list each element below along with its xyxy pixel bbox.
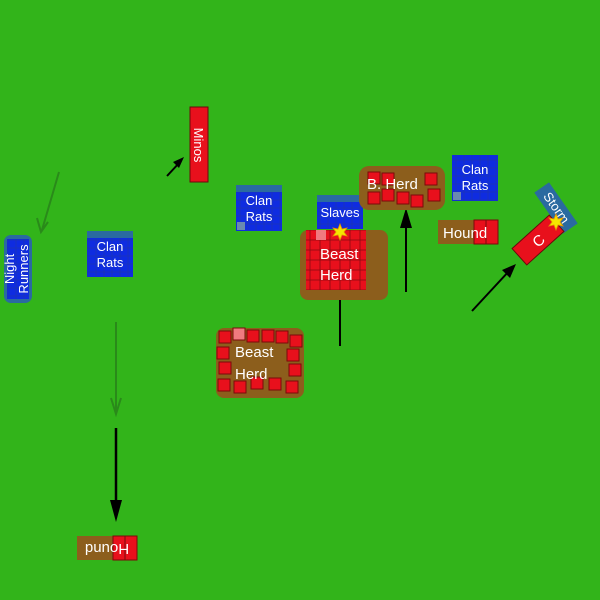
svg-text:Runners: Runners — [16, 244, 31, 294]
unit-beast-herd-top[interactable]: B. Herd — [359, 166, 445, 210]
label-clan-rats-left-1: Clan — [97, 239, 124, 254]
label-hound-right: Hound — [443, 225, 487, 242]
unit-clan-rats-mid[interactable]: Clan Rats — [236, 185, 282, 231]
label-minos: Minos — [191, 128, 206, 163]
unit-beast-herd-center[interactable]: Beast Herd — [300, 230, 388, 300]
combat-marker — [548, 212, 564, 232]
label-clan-rats-mid-2: Rats — [246, 209, 273, 224]
label-clan-rats-right-1: Clan — [462, 162, 489, 177]
unit-clan-rats-right[interactable]: Clan Rats — [452, 155, 498, 201]
label-slaves: Slaves — [320, 205, 360, 220]
label-clan-rats-mid-1: Clan — [246, 193, 273, 208]
label-clan-rats-left-2: Rats — [97, 255, 124, 270]
unit-clan-rats-left[interactable]: Clan Rats — [87, 231, 133, 277]
unit-hound-right[interactable]: Hound — [438, 219, 499, 245]
move-arrow-beast-herd-top — [400, 208, 412, 292]
label-night-runners-2: Runners — [16, 244, 31, 294]
label-beast-herd-bottom-1: Beast — [235, 344, 274, 361]
label-clan-rats-right-2: Rats — [462, 178, 489, 193]
unit-hound-bottom[interactable]: Hound — [77, 535, 138, 561]
label-beast-herd-center-1: Beast — [320, 246, 359, 263]
move-arrow-chariot — [471, 264, 516, 312]
svg-text:Night: Night — [2, 253, 17, 284]
move-arrow-minos — [166, 157, 184, 177]
unit-slaves[interactable]: Slaves — [317, 195, 363, 229]
move-arrow-clan-rats-left — [110, 322, 122, 418]
label-beast-herd-top: B. Herd — [367, 176, 418, 193]
move-arrow-hound-bottom — [110, 428, 122, 522]
label-night-runners-1: Night — [2, 253, 17, 284]
unit-night-runners[interactable]: Night Runners — [2, 235, 32, 303]
label-beast-herd-bottom-2: Herd — [235, 366, 268, 383]
unit-minos[interactable]: Minos — [189, 106, 209, 183]
move-arrow-night-runners — [36, 171, 60, 235]
combat-marker — [332, 222, 348, 242]
label-beast-herd-center-2: Herd — [320, 267, 353, 284]
unit-beast-herd-bottom[interactable]: Beast Herd — [216, 327, 304, 398]
label-hound-bottom: Hound — [85, 540, 129, 557]
